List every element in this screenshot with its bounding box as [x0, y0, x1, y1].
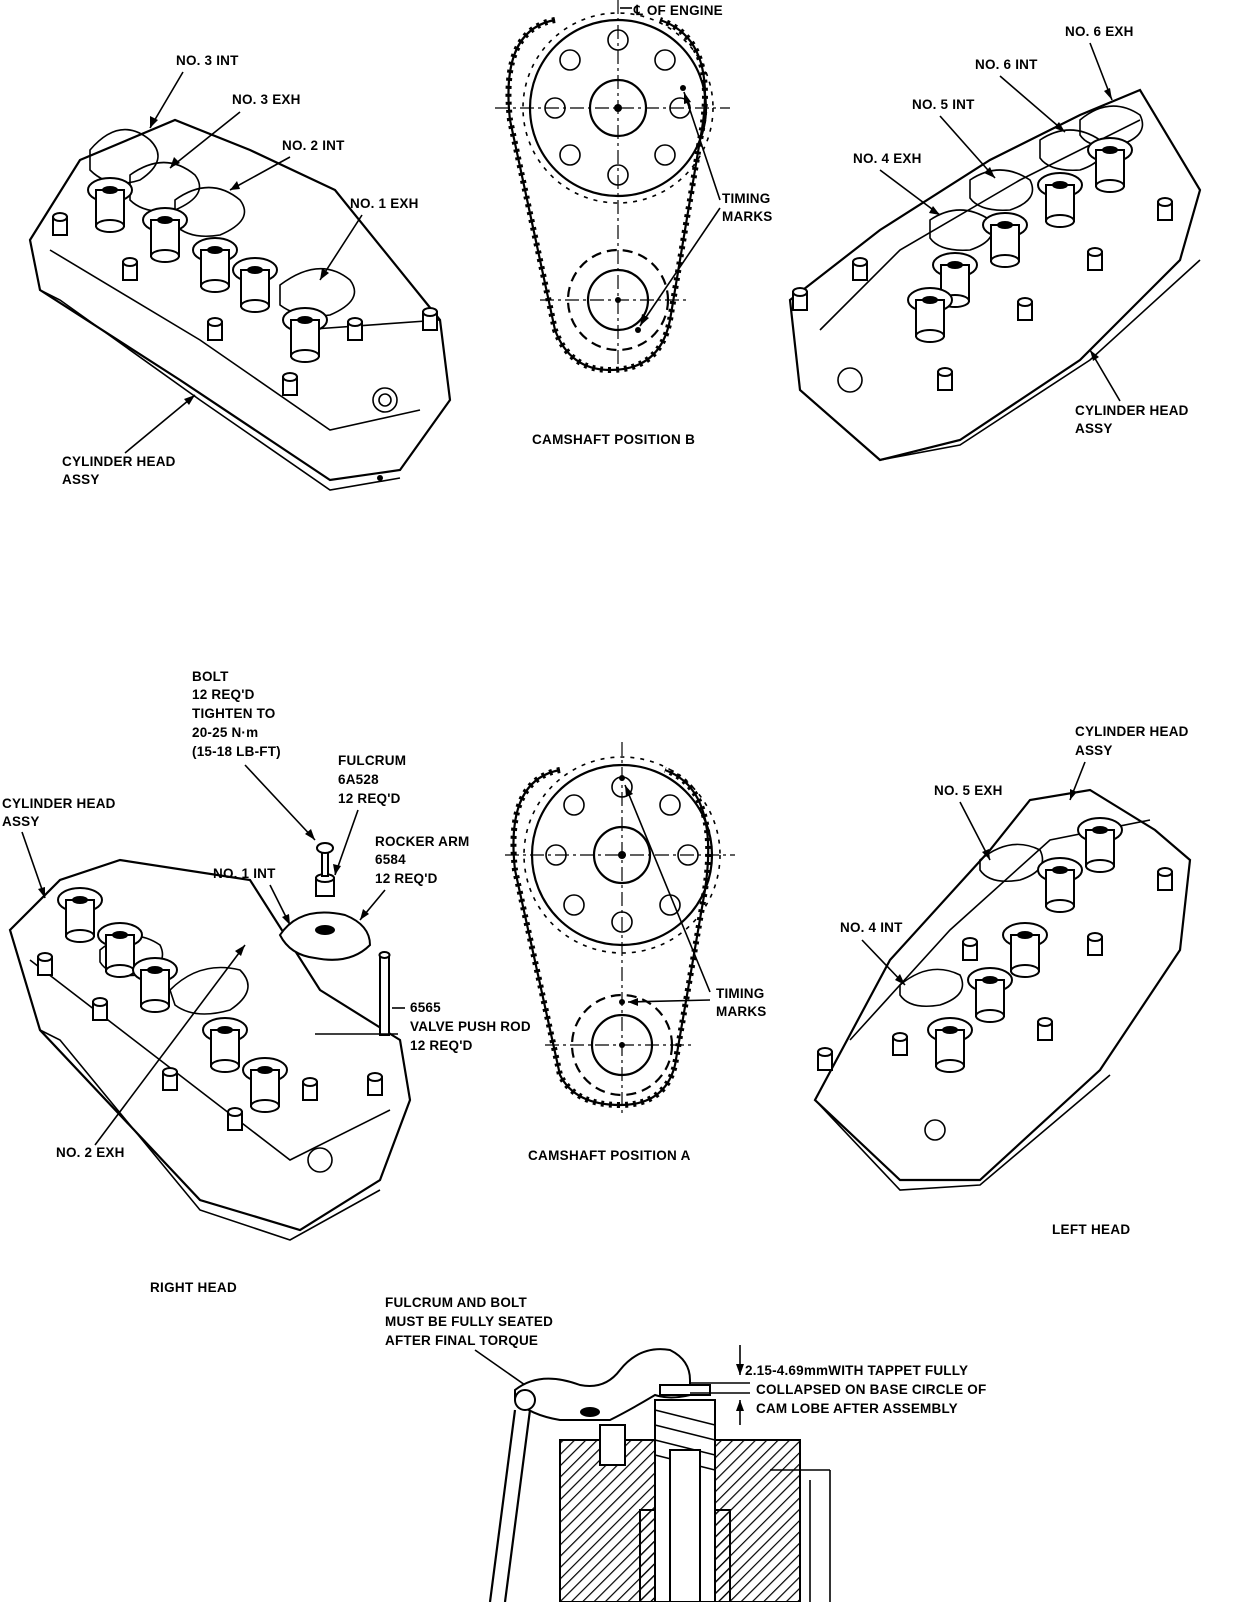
label-cl-engine: ℄ OF ENGINE [633, 3, 723, 18]
bottom-left-cylinder-head [8, 842, 412, 1241]
label-timing-a-2: MARKS [716, 1004, 767, 1019]
label-timing-a-1: TIMING [716, 986, 764, 1001]
label-rocker-1: ROCKER ARM [375, 834, 470, 849]
label-timing-b-1: TIMING [722, 191, 770, 206]
caption-camshaft-position-a: CAMSHAFT POSITION A [528, 1148, 691, 1163]
timing-chain-position-a: TIMING MARKS CAMSHAFT POSITION A [505, 742, 767, 1163]
label-timing-b-2: MARKS [722, 209, 773, 224]
top-left-cylinder-head [28, 118, 452, 491]
caption-right-head: RIGHT HEAD [150, 1280, 237, 1295]
label-no2-exh: NO. 2 EXH [56, 1145, 125, 1160]
label-bolt-1: BOLT [192, 669, 229, 684]
rocker-clearance-detail: FULCRUM AND BOLT MUST BE FULLY SEATED AF… [385, 1295, 986, 1602]
label-clearance-3: CAM LOBE AFTER ASSEMBLY [756, 1401, 958, 1416]
label-cylinder-head-tr-1: CYLINDER HEAD [1075, 403, 1189, 418]
label-cylinder-head-bl-1: CYLINDER HEAD [2, 796, 116, 811]
label-fulcrum-note-3: AFTER FINAL TORQUE [385, 1333, 538, 1348]
label-cylinder-head-tl-2: ASSY [62, 472, 100, 487]
label-fulcrum-2: 6A528 [338, 772, 379, 787]
label-fulcrum-note-2: MUST BE FULLY SEATED [385, 1314, 553, 1329]
label-clearance-1: 2.15-4.69mmWITH TAPPET FULLY [745, 1363, 968, 1378]
label-fulcrum-1: FULCRUM [338, 753, 406, 768]
label-fulcrum-note-1: FULCRUM AND BOLT [385, 1295, 527, 1310]
label-pushrod-3: 12 REQ'D [410, 1038, 473, 1053]
label-no4-exh: NO. 4 EXH [853, 151, 922, 166]
label-rocker-3: 12 REQ'D [375, 871, 438, 886]
bottom-left-callouts: BOLT 12 REQ'D TIGHTEN TO 20-25 N·m (15-1… [2, 669, 531, 1295]
label-bolt-4: 20-25 N·m [192, 725, 258, 740]
label-no2-int: NO. 2 INT [282, 138, 345, 153]
label-bolt-5: (15-18 LB-FT) [192, 744, 281, 759]
top-right-callouts: NO. 6 EXH NO. 6 INT NO. 5 INT NO. 4 EXH … [853, 24, 1189, 436]
label-fulcrum-3: 12 REQ'D [338, 791, 401, 806]
label-clearance-2: COLLAPSED ON BASE CIRCLE OF [756, 1382, 986, 1397]
caption-left-head: LEFT HEAD [1052, 1222, 1130, 1237]
label-no5-int: NO. 5 INT [912, 97, 975, 112]
label-no5-exh: NO. 5 EXH [934, 783, 1003, 798]
label-no1-exh: NO. 1 EXH [350, 196, 419, 211]
label-cylinder-head-bl-2: ASSY [2, 814, 40, 829]
label-cylinder-head-tr-2: ASSY [1075, 421, 1113, 436]
label-pushrod-2: VALVE PUSH ROD [410, 1019, 531, 1034]
bottom-right-callouts: CYLINDER HEAD ASSY NO. 5 EXH NO. 4 INT L… [840, 724, 1189, 1237]
top-right-cylinder-head [788, 88, 1202, 462]
label-cylinder-head-br-2: ASSY [1075, 743, 1113, 758]
label-no3-exh: NO. 3 EXH [232, 92, 301, 107]
label-bolt-2: 12 REQ'D [192, 687, 255, 702]
label-no6-int: NO. 6 INT [975, 57, 1038, 72]
label-no6-exh: NO. 6 EXH [1065, 24, 1134, 39]
label-cylinder-head-br-1: CYLINDER HEAD [1075, 724, 1189, 739]
label-bolt-3: TIGHTEN TO [192, 706, 276, 721]
timing-chain-position-b: TIMING MARKS ℄ OF ENGINE CAMSHAFT POSITI… [495, 0, 773, 447]
label-cylinder-head-tl-1: CYLINDER HEAD [62, 454, 176, 469]
label-no1-int: NO. 1 INT [213, 866, 276, 881]
label-no3-int: NO. 3 INT [176, 53, 239, 68]
bottom-right-cylinder-head [813, 788, 1192, 1191]
top-left-callouts: NO. 3 INT NO. 3 EXH NO. 2 INT NO. 1 EXH … [62, 53, 419, 487]
label-no4-int: NO. 4 INT [840, 920, 903, 935]
label-pushrod-1: 6565 [410, 1000, 441, 1015]
label-rocker-2: 6584 [375, 852, 406, 867]
caption-camshaft-position-b: CAMSHAFT POSITION B [532, 432, 695, 447]
